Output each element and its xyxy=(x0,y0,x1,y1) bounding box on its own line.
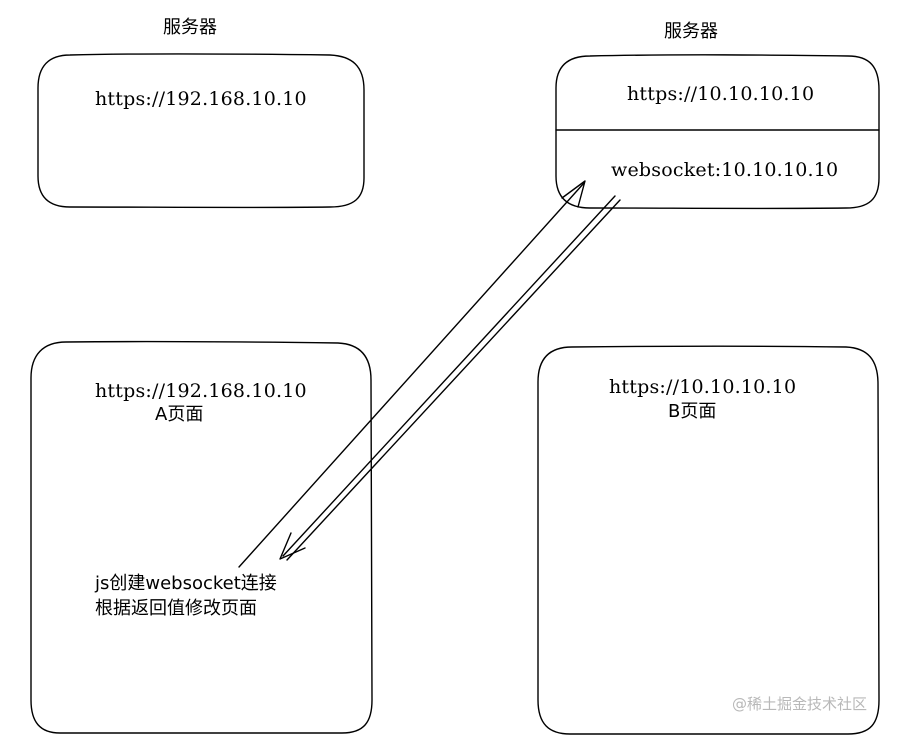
websocket-endpoint-label: websocket:10.10.10.10 xyxy=(611,159,839,181)
page-a-box xyxy=(30,340,373,734)
request-arrowhead xyxy=(561,180,586,208)
response-arrow-line-2 xyxy=(286,199,621,561)
page-b-url: https://10.10.10.10 xyxy=(609,376,797,398)
response-arrow-line-1 xyxy=(282,195,616,557)
page-a-url: https://192.168.10.10 xyxy=(95,380,307,402)
server-url-top-left: https://192.168.10.10 xyxy=(95,88,307,110)
server-title-top-left: 服务器 xyxy=(163,17,217,38)
page-a-title: A页面 xyxy=(155,404,204,425)
page-b-title: B页面 xyxy=(668,401,717,422)
server-box-top-left xyxy=(37,53,365,209)
server-box-top-right xyxy=(555,54,880,210)
server-title-top-right: 服务器 xyxy=(664,21,718,42)
request-arrow-line xyxy=(238,182,585,568)
page-a-note-line-1: js创建websocket连接 xyxy=(95,573,277,594)
page-b-box xyxy=(537,345,880,735)
response-arrowhead xyxy=(279,532,306,560)
page-a-note-line-2: 根据返回值修改页面 xyxy=(95,598,257,619)
watermark-text: @稀土掘金技术社区 xyxy=(732,695,868,713)
server-url-top-right: https://10.10.10.10 xyxy=(627,83,815,105)
